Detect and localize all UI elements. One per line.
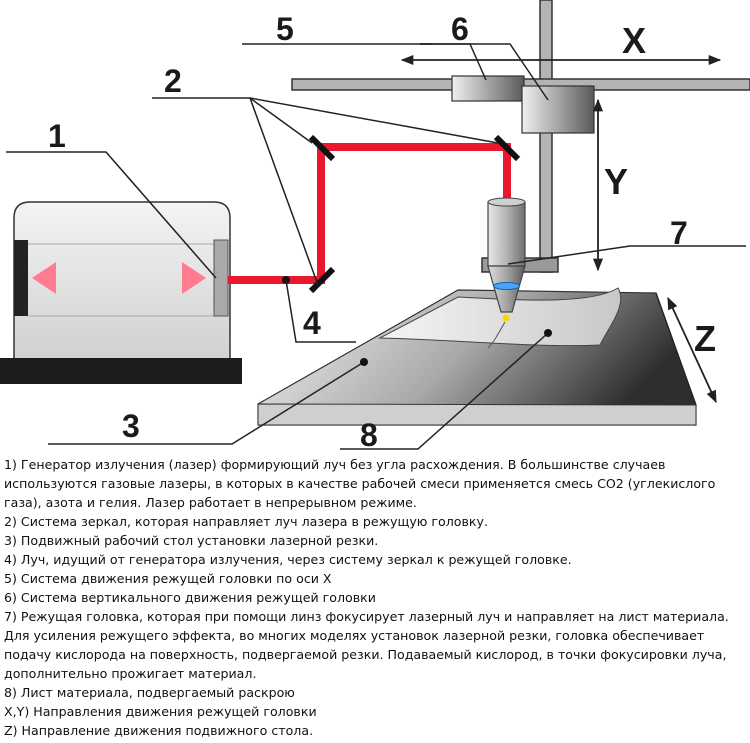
label-6: 6 <box>451 11 469 47</box>
legend-item-4: 4) Луч, идущий от генератора излучения, … <box>4 552 572 567</box>
label-4: 4 <box>303 305 321 341</box>
cut-line <box>487 321 506 349</box>
label-3: 3 <box>122 408 140 444</box>
mirror-system <box>308 134 521 294</box>
label-1: 1 <box>48 118 66 154</box>
axis-label-z: Z <box>694 318 716 359</box>
axis-label-y: Y <box>604 161 628 202</box>
material-sheet <box>378 287 622 347</box>
laser-cutter-diagram: 1 2 3 4 5 6 7 8 X Y Z <box>0 0 750 452</box>
label-8: 8 <box>360 417 378 452</box>
cutting-head <box>487 197 526 322</box>
laser-beam <box>228 143 511 284</box>
axis-arrows <box>400 54 722 404</box>
leader-lines <box>6 43 746 450</box>
legend-item-5: 5) Система движения режущей головки по о… <box>4 571 332 586</box>
legend-item-8: 8) Лист материала, подвергаемый раскрою <box>4 685 295 700</box>
laser-generator <box>0 201 242 384</box>
legend-list: 1) Генератор излучения (лазер) формирующ… <box>4 455 746 740</box>
table-point <box>360 358 368 366</box>
legend-item-xy: X,Y) Направления движения режущей головк… <box>4 704 317 719</box>
legend-item-6: 6) Система вертикального движения режуще… <box>4 590 376 605</box>
legend-item-z: Z) Направление движения подвижного стола… <box>4 723 314 738</box>
vertical-block <box>521 85 595 134</box>
label-2: 2 <box>164 63 182 99</box>
x-carriage <box>451 75 525 102</box>
label-7: 7 <box>670 215 688 251</box>
legend-item-1: 1) Генератор излучения (лазер) формирующ… <box>4 457 716 510</box>
axis-label-x: X <box>622 20 646 61</box>
label-5: 5 <box>276 11 294 47</box>
legend-item-2: 2) Система зеркал, которая направляет лу… <box>4 514 488 529</box>
sheet-point <box>544 329 552 337</box>
legend-item-7: 7) Режущая головка, которая при помощи л… <box>4 609 729 681</box>
legend-item-3: 3) Подвижный рабочий стол установки лазе… <box>4 533 379 548</box>
